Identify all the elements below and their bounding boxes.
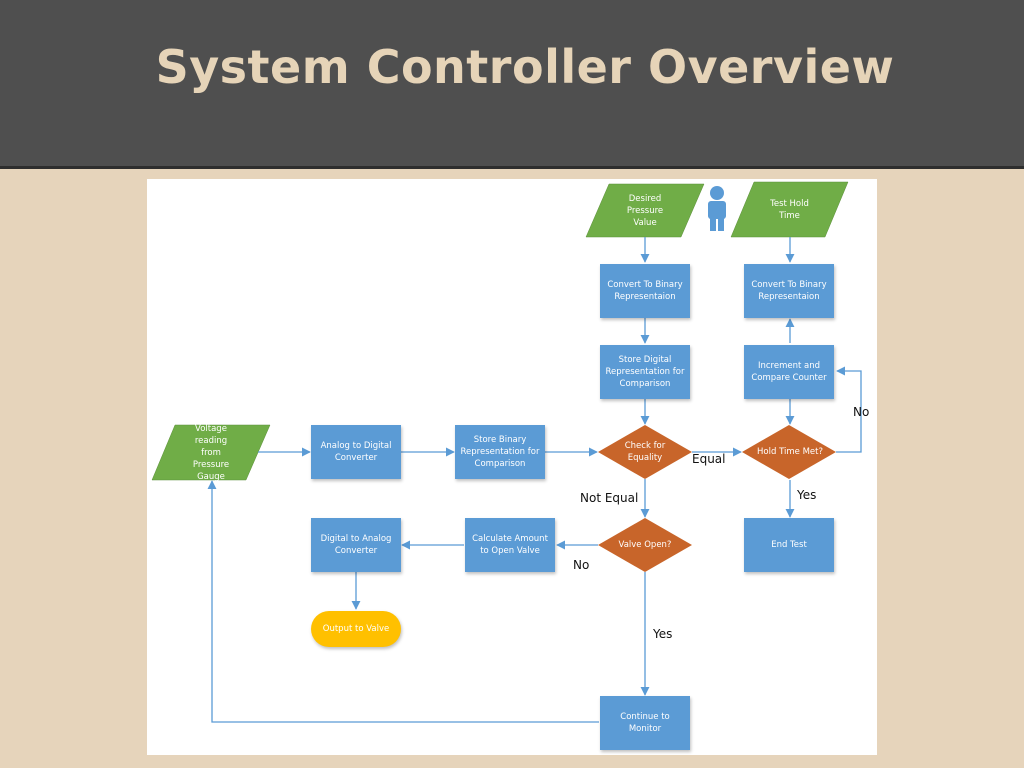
edge-label-valve-no: No [573,558,590,572]
slide-header: System Controller Overview [0,0,1024,169]
valve-open-decision: Valve Open? [618,540,672,550]
flowchart-shapes [151,181,862,723]
hold-time-met-decision: Hold Time Met? [757,447,823,457]
edge-monitor-loop [207,480,599,723]
convert-binary-right-box: Convert To Binary Representaion [744,264,834,318]
edge-label-valve-yes: Yes [653,627,673,641]
person-icon [708,186,726,231]
digital-to-analog-box: Digital to Analog Converter [311,518,401,572]
check-equality-decision: Check for Equality [624,441,666,463]
convert-binary-left-box: Convert To Binary Representaion [600,264,690,318]
analog-to-digital-box: Analog to Digital Converter [311,425,401,479]
edge-label-equal: Equal [692,452,726,466]
store-binary-box: Store Binary Representation for Comparis… [455,425,545,479]
store-digital-box: Store Digital Representation for Compari… [600,345,690,399]
voltage-reading-shape [151,424,271,481]
edge-label-not-equal: Not Equal [580,491,639,505]
test-hold-time-shape [730,181,849,238]
voltage-reading-input: Voltage reading from Pressure Gauge [192,423,230,482]
calculate-amount-box: Calculate Amount to Open Valve [465,518,555,572]
hold-time-met-shape [742,425,836,479]
output-to-valve-terminal: Output to Valve [311,611,401,647]
valve-open-shape [598,518,692,572]
flowchart-canvas: Desired Pressure Value Test Hold Time Vo… [147,179,877,755]
test-hold-time-input: Test Hold Time [770,198,809,221]
edge-label-hold-no: No [853,405,870,419]
edge-label-hold-yes: Yes [797,488,817,502]
slide-title: System Controller Overview [155,40,895,94]
continue-monitor-box: Continue to Monitor [600,696,690,750]
desired-pressure-input: Desired Pressure Value [626,193,664,228]
check-equality-shape [598,425,692,479]
end-test-box: End Test [744,518,834,572]
edge-hold-no-loop [836,366,862,453]
increment-counter-box: Increment and Compare Counter [744,345,834,399]
desired-pressure-shape [585,183,705,238]
